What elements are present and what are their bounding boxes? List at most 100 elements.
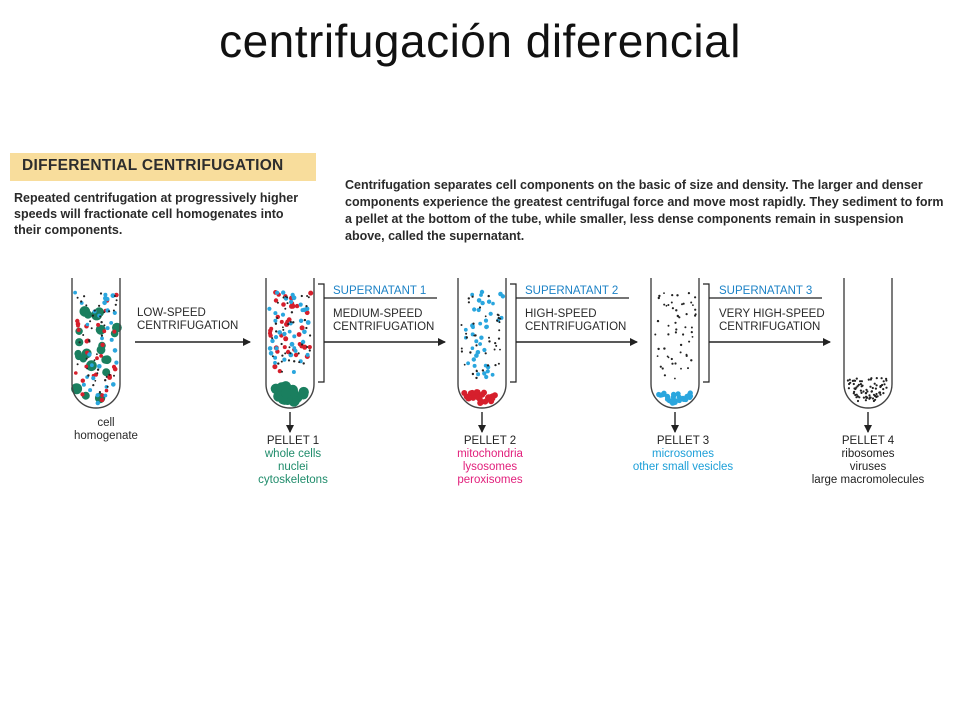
ribosome-particle	[667, 333, 670, 336]
ribosome-particle	[467, 297, 470, 300]
ribosome-particle	[656, 319, 660, 323]
ribosome-particle	[274, 322, 278, 325]
mitochondria-pellet-particle	[477, 400, 484, 406]
ribosome-particle	[469, 351, 472, 354]
ribosome-particle	[487, 294, 490, 298]
vesicle-particle	[274, 346, 279, 351]
nucleus-pellet-particle	[280, 387, 292, 399]
ribosome-particle	[663, 374, 667, 377]
ribosome-particle	[98, 304, 101, 307]
ribosome-particle	[665, 304, 668, 307]
ribosome-particle	[271, 337, 274, 340]
ribosome-particle	[661, 367, 664, 370]
ribosome-particle	[471, 372, 475, 376]
ribosome-pellet-particle	[867, 378, 870, 381]
vesicle-particle	[298, 318, 304, 323]
ribosome-particle	[281, 354, 284, 357]
vesicle-particle	[483, 318, 489, 323]
vesicle-particle	[292, 346, 297, 350]
tube-outline	[265, 278, 315, 409]
tube-outline	[457, 278, 507, 409]
ribosome-particle	[85, 357, 88, 360]
mitochondria-particle	[74, 371, 78, 375]
ribosome-particle	[694, 313, 697, 316]
ribosome-particle	[475, 376, 478, 380]
mitochondria-particle	[75, 318, 80, 324]
ribosome-particle	[76, 296, 79, 299]
ribosome-particle	[290, 311, 294, 314]
ribosome-particle	[481, 369, 485, 372]
vesicle-pellet-particle	[664, 396, 671, 402]
ribosome-particle	[488, 336, 490, 339]
vesicle-particle	[103, 295, 108, 301]
vesicle-particle	[102, 300, 107, 306]
ribosome-pellet-particle	[874, 395, 877, 398]
ribosome-particle	[493, 348, 496, 351]
ribosome-pellet-particle	[879, 385, 882, 388]
vesicle-particle	[73, 290, 77, 295]
vesicle-particle	[111, 382, 116, 387]
mitochondria-particle	[84, 364, 89, 369]
ribosome-pellet-particle	[848, 378, 851, 381]
mitochondria-pellet-particle	[461, 390, 468, 396]
ribosome-particle	[694, 296, 697, 299]
ribosome-pellet-particle	[880, 377, 883, 380]
vesicle-particle	[105, 326, 110, 331]
vesicle-particle	[292, 334, 297, 339]
vesicle-pellet-particle	[676, 394, 682, 400]
tube-2	[457, 278, 507, 409]
step-medium-speed-label: MEDIUM-SPEED CENTRIFUGATION	[333, 308, 435, 333]
ribosome-particle	[91, 314, 94, 317]
supernatant-2-label: SUPERNATANT 2	[525, 285, 619, 297]
ribosome-particle	[499, 348, 501, 351]
mitochondria-particle	[100, 342, 105, 347]
ribosome-particle	[674, 362, 677, 365]
mitochondria-pellet-particle	[488, 397, 495, 404]
ribosome-particle	[676, 294, 679, 297]
ribosome-particle	[100, 321, 103, 324]
vesicle-particle	[277, 330, 283, 335]
ribosome-pellet-particle	[879, 393, 882, 396]
ribosome-pellet-particle	[873, 382, 876, 385]
vesicle-particle	[478, 342, 482, 346]
ribosome-particle	[306, 346, 309, 348]
ribosome-particle	[465, 332, 468, 335]
mitochondria-particle	[96, 322, 101, 327]
nucleus-pellet-particle	[298, 386, 309, 398]
ribosome-particle	[99, 315, 102, 318]
mitochondria-particle	[76, 323, 80, 328]
ribosome-pellet-particle	[855, 386, 858, 389]
ribosome-pellet-particle	[855, 393, 858, 396]
ribosome-particle	[691, 336, 694, 338]
ribosome-pellet-particle	[859, 383, 863, 386]
vesicle-particle	[268, 351, 274, 356]
ribosome-particle	[475, 369, 478, 372]
ribosome-particle	[478, 306, 482, 309]
vesicle-particle	[480, 300, 485, 306]
tube-cell-homogenate	[71, 278, 122, 409]
vesicle-particle	[474, 339, 479, 344]
vesicle-particle	[270, 338, 275, 344]
vesicle-particle	[103, 292, 108, 297]
ribosome-pellet-particle	[859, 389, 863, 392]
tube-1	[265, 278, 315, 409]
ribosome-particle	[467, 301, 470, 304]
tube-4	[843, 278, 893, 409]
vesicle-particle	[273, 318, 278, 323]
ribosome-particle	[105, 375, 108, 378]
mitochondria-pellet-particle	[473, 389, 480, 396]
ribosome-particle	[277, 362, 280, 365]
ribosome-particle	[108, 310, 111, 313]
tube-outline	[843, 278, 893, 409]
vesicle-particle	[476, 307, 481, 313]
ribosome-particle	[659, 365, 662, 368]
vesicle-particle	[488, 311, 493, 316]
vesicle-pellet-particle	[684, 393, 690, 399]
ribosome-particle	[96, 368, 100, 371]
ribosome-particle	[687, 367, 689, 370]
supernatant-bracket	[318, 283, 325, 383]
ribosome-particle	[305, 305, 308, 308]
ribosome-particle	[271, 355, 274, 358]
intro-left-text: Repeated centrifugation at progressively…	[14, 191, 299, 237]
mitochondria-particle	[99, 397, 105, 403]
